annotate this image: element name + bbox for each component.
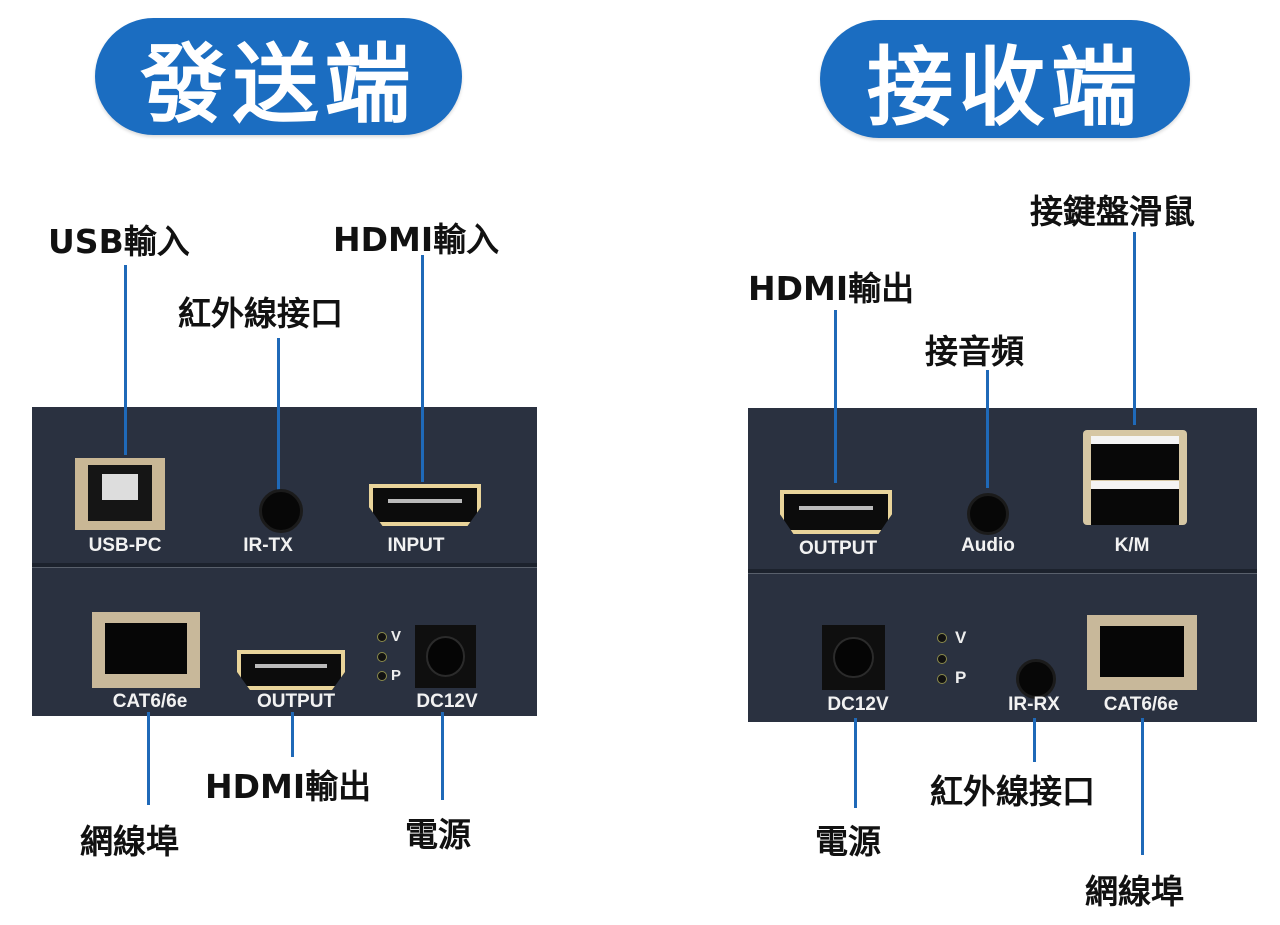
rx-rj45-port	[1087, 615, 1197, 690]
receiver-seam	[748, 569, 1257, 574]
transmitter-title: 發送端	[95, 18, 462, 135]
hdmi-input-port	[369, 484, 481, 526]
led-v	[377, 632, 387, 642]
callout-usb-input: USB輸入	[48, 222, 190, 261]
port-label-usb-pc: USB-PC	[88, 535, 162, 556]
dc-power-jack	[415, 625, 476, 688]
rx-lan-callout-line	[1141, 718, 1144, 855]
ir-tx-jack	[259, 489, 303, 533]
usb-a-slot-bottom	[1091, 481, 1179, 526]
receiver-title: 接收端	[820, 20, 1190, 138]
km-callout-line	[1133, 232, 1136, 425]
rx-port-label-cat6: CAT6/6e	[1103, 694, 1179, 715]
usb-a-dual-port	[1083, 430, 1187, 526]
led-mid	[377, 652, 387, 662]
callout-lan-port: 網線埠	[80, 822, 179, 861]
rx-led-label-p: P	[955, 668, 967, 687]
audio-callout-line	[986, 370, 989, 488]
rx-led-v	[937, 633, 947, 643]
callout-hdmi-input: HDMI輸入	[333, 220, 500, 259]
rx-hdmi-output-port	[780, 490, 892, 534]
usb-b-port	[75, 458, 165, 530]
rj45-port	[92, 612, 200, 688]
callout-ir-port: 紅外線接口	[178, 294, 343, 333]
rx-port-label-audio: Audio	[961, 535, 1015, 556]
power-callout-line	[441, 712, 444, 800]
rx-dc-power-jack	[822, 625, 885, 690]
callout-power: 電源	[405, 815, 471, 854]
rx-ir-callout-line	[1033, 718, 1036, 762]
hdmi-in-callout-line	[421, 255, 424, 482]
usb-callout-line	[124, 265, 127, 455]
rx-led-mid	[937, 654, 947, 664]
callout-keyboard-mouse: 接鍵盤滑鼠	[1030, 192, 1195, 231]
led-p	[377, 671, 387, 681]
callout-audio: 接音頻	[925, 332, 1024, 371]
port-label-cat6: CAT6/6e	[112, 691, 188, 712]
port-label-output: OUTPUT	[256, 691, 336, 712]
rx-led-p	[937, 674, 947, 684]
port-label-dc12v: DC12V	[416, 691, 478, 712]
lan-callout-line	[147, 712, 150, 805]
rx-hdmi-callout-line	[834, 310, 837, 483]
port-label-ir-tx: IR-TX	[243, 535, 293, 556]
ir-rx-jack	[1016, 659, 1056, 699]
usb-a-slot-top	[1091, 435, 1179, 480]
rx-port-label-output: OUTPUT	[798, 538, 878, 559]
audio-jack	[967, 493, 1009, 535]
callout-hdmi-output: HDMI輸出	[205, 767, 372, 806]
transmitter-seam	[32, 563, 537, 568]
led-label-v: V	[391, 628, 402, 645]
hdmi-output-port	[237, 650, 345, 690]
rx-port-label-ir-rx: IR-RX	[1008, 694, 1060, 715]
port-label-input: INPUT	[387, 535, 445, 556]
rx-port-label-km: K/M	[1114, 535, 1150, 556]
callout-rx-hdmi-output: HDMI輸出	[748, 269, 915, 308]
led-label-p: P	[391, 667, 402, 684]
hdmi-out-callout-line	[291, 712, 294, 757]
rx-power-callout-line	[854, 718, 857, 808]
callout-rx-lan-port: 網線埠	[1085, 872, 1184, 911]
rx-port-label-dc12v: DC12V	[827, 694, 889, 715]
callout-rx-ir-port: 紅外線接口	[930, 772, 1095, 811]
rx-led-label-v: V	[955, 628, 967, 647]
callout-rx-power: 電源	[815, 822, 881, 861]
ir-callout-line	[277, 338, 280, 490]
